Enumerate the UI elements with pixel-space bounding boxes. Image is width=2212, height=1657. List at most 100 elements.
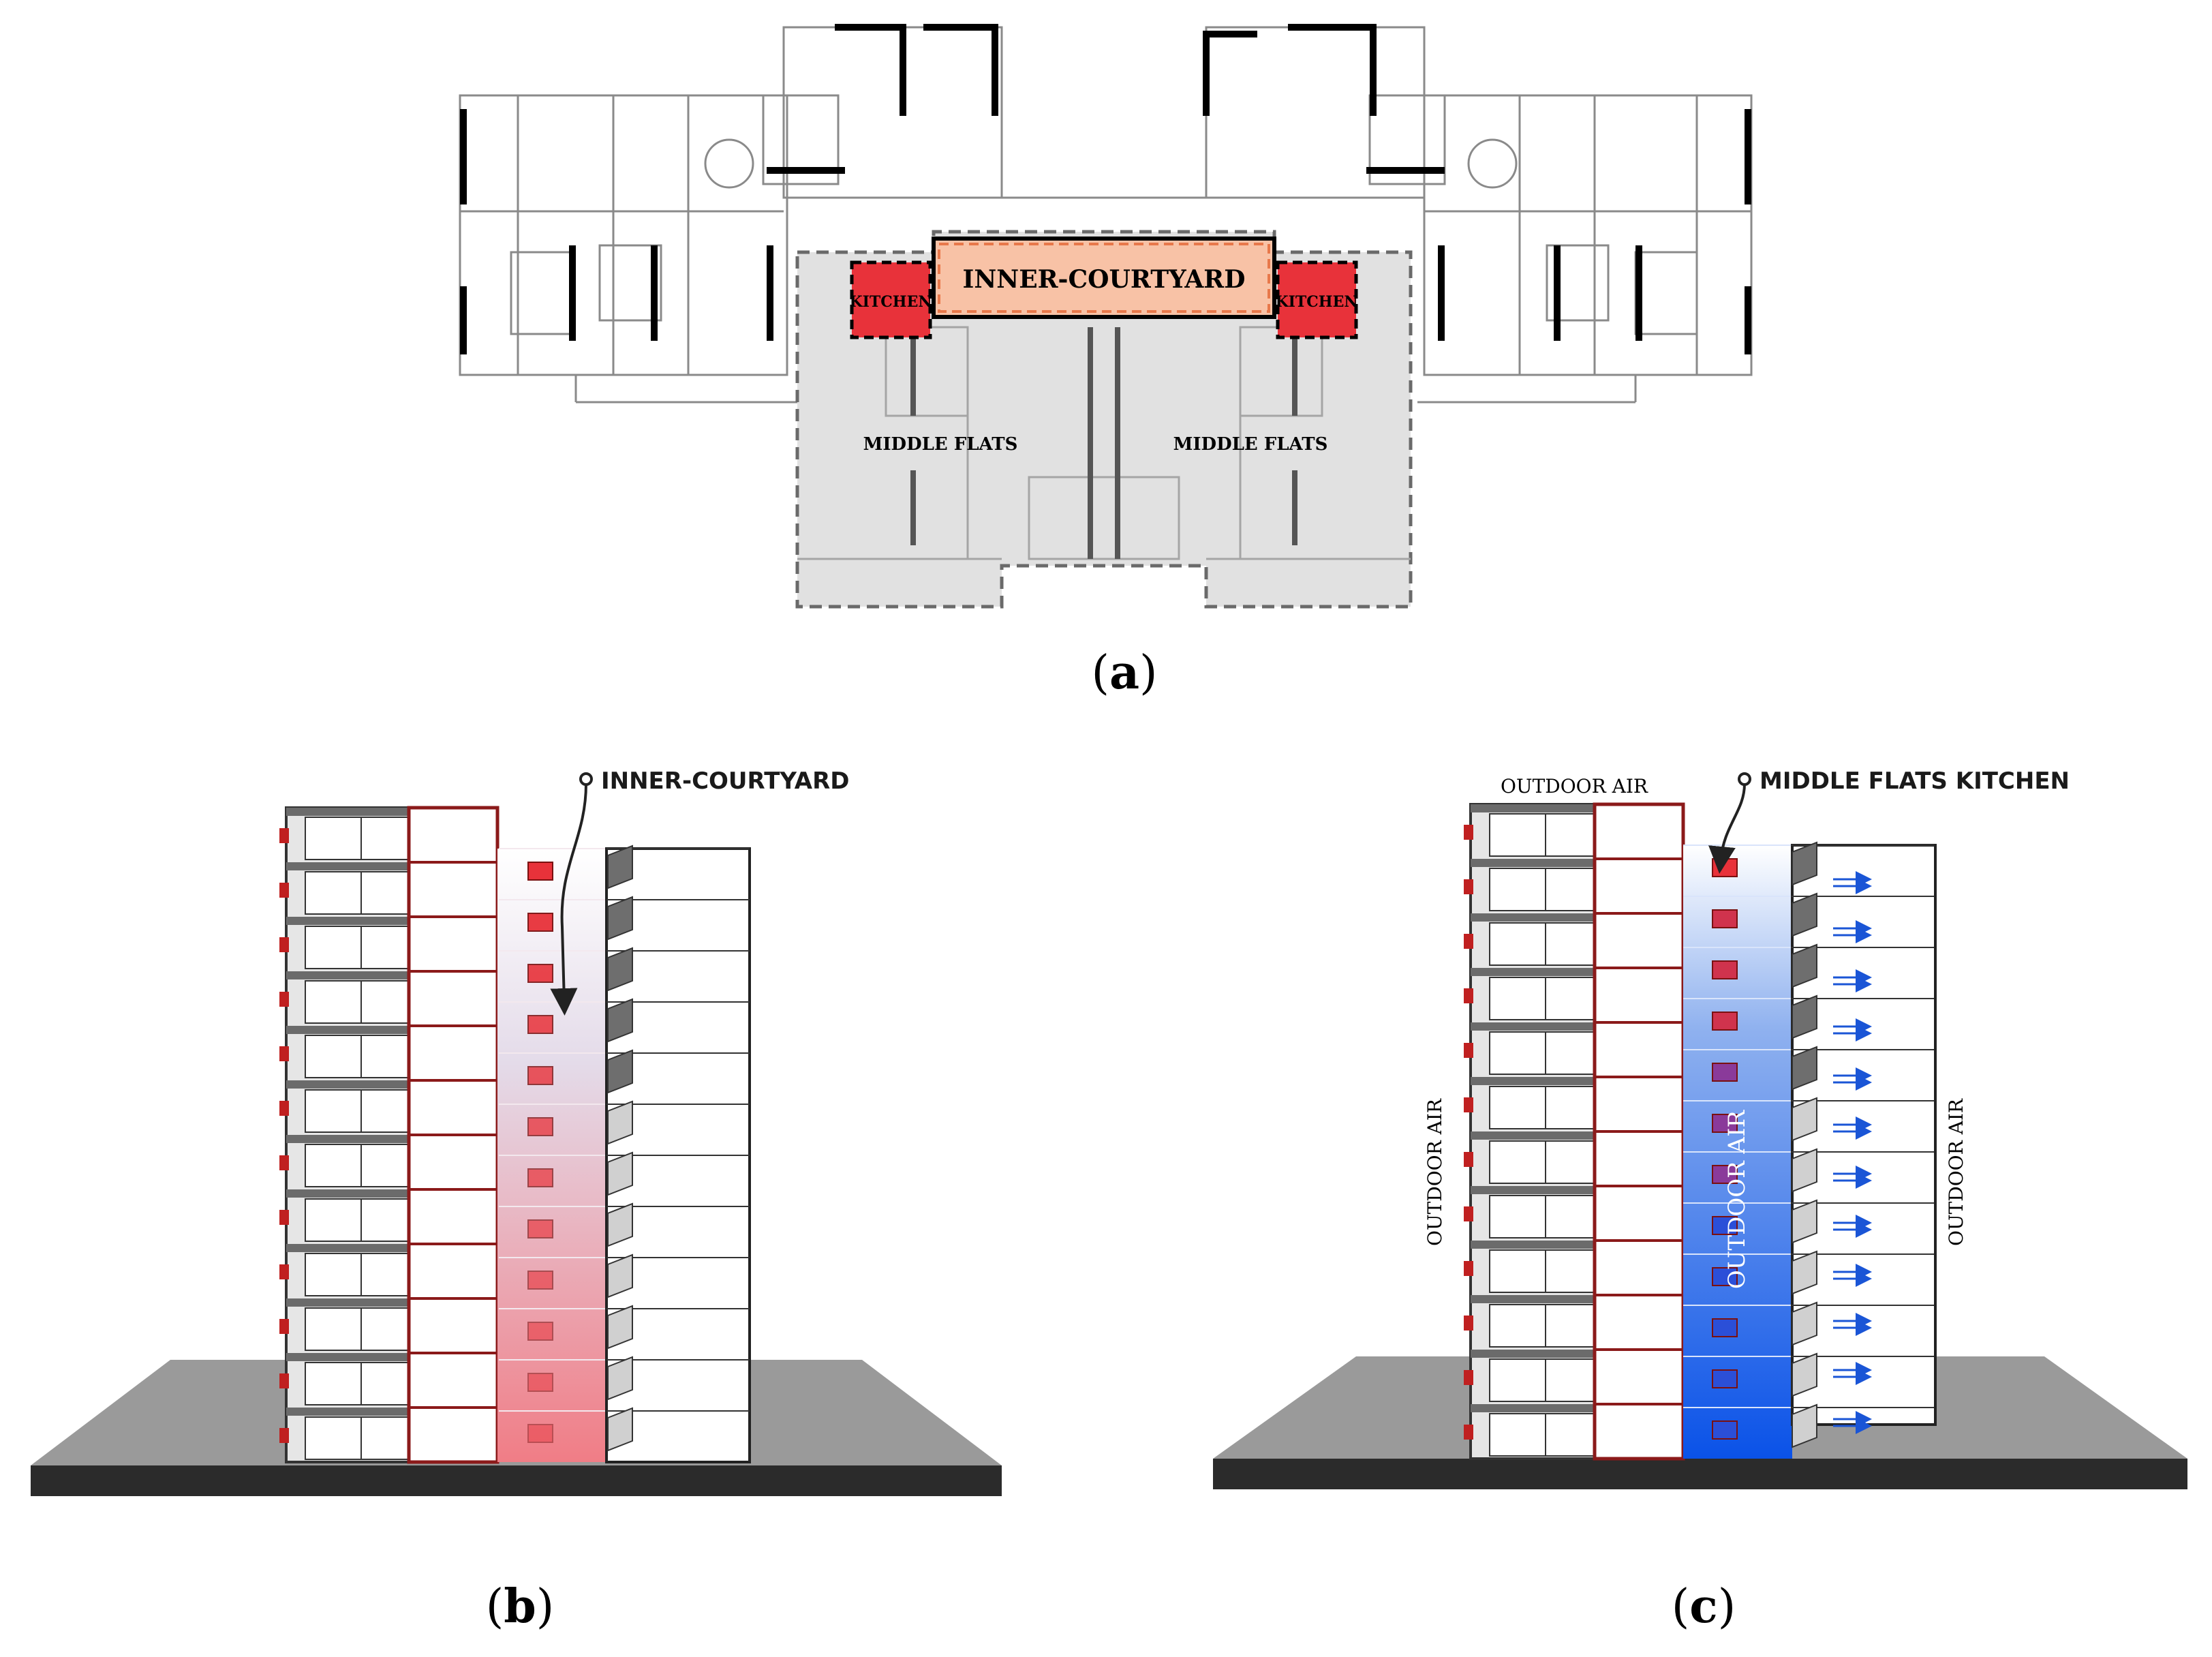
floor-slab bbox=[286, 1244, 412, 1252]
floor-slab bbox=[1471, 1186, 1597, 1194]
outdoor-air-right-label: OUTDOOR AIR bbox=[1945, 1098, 1967, 1246]
floor-slab bbox=[286, 1408, 412, 1416]
balcony-edge bbox=[1464, 988, 1473, 1003]
balcony-fin bbox=[607, 1151, 633, 1196]
balcony-fin bbox=[607, 896, 633, 941]
balcony-edge bbox=[1464, 1097, 1473, 1112]
kitchen-window bbox=[1712, 1114, 1738, 1133]
caption-c: (c) bbox=[1672, 1579, 1736, 1634]
floor-room bbox=[305, 1362, 412, 1405]
balcony-edge bbox=[279, 1046, 289, 1061]
floor-plan: INNER-COURTYARD KITCHEN KITCHEN MIDDLE F… bbox=[459, 24, 1753, 609]
balcony-fin bbox=[607, 1305, 633, 1350]
floor-room bbox=[1489, 1031, 1596, 1075]
middle-flats-left-label: MIDDLE FLATS bbox=[863, 434, 1018, 455]
floor-room bbox=[305, 1089, 412, 1133]
balcony-fin bbox=[1792, 1148, 1817, 1193]
balcony-fin bbox=[607, 1253, 633, 1298]
balcony-edge bbox=[279, 992, 289, 1007]
kitchen-window bbox=[527, 1373, 553, 1392]
balcony-fin bbox=[607, 845, 633, 890]
balcony-fin bbox=[1792, 994, 1817, 1039]
kitchen-window bbox=[1712, 1012, 1738, 1031]
balcony-fin bbox=[607, 1100, 633, 1145]
kitchen-window bbox=[1712, 909, 1738, 928]
balcony-fin bbox=[1792, 943, 1817, 988]
courtyard-label: INNER-COURTYARD bbox=[963, 265, 1246, 294]
floor-room bbox=[1489, 1249, 1596, 1293]
balcony-fin bbox=[1792, 1097, 1817, 1142]
balcony-fin bbox=[1792, 1250, 1817, 1295]
balcony-fin bbox=[1792, 1352, 1817, 1397]
floor-slab bbox=[286, 862, 412, 870]
kitchen-window bbox=[1712, 1369, 1738, 1388]
balcony-fin bbox=[1792, 1403, 1817, 1448]
floor-room bbox=[305, 1144, 412, 1187]
kitchen-window bbox=[527, 1015, 553, 1034]
balcony-edge bbox=[279, 937, 289, 952]
balcony-edge bbox=[279, 883, 289, 898]
callout-middle-flats-kitchen: MIDDLE FLATS KITCHEN bbox=[1760, 767, 2070, 795]
floor-room bbox=[305, 1035, 412, 1078]
balcony-edge bbox=[1464, 1370, 1473, 1385]
floor-slab bbox=[1471, 1241, 1597, 1249]
balcony-edge bbox=[1464, 1425, 1473, 1440]
floor-slab bbox=[1471, 1350, 1597, 1358]
floor-slab bbox=[286, 1080, 412, 1089]
floor-room bbox=[1489, 1195, 1596, 1238]
floor-slab bbox=[286, 917, 412, 925]
kitchen-window bbox=[527, 1424, 553, 1443]
floor-room bbox=[305, 871, 412, 915]
floor-slab bbox=[1471, 968, 1597, 976]
kitchen-window bbox=[1712, 1267, 1738, 1286]
floor-slab bbox=[1471, 1022, 1597, 1031]
kitchen-window bbox=[1712, 1216, 1738, 1235]
ground-slab-b bbox=[31, 1465, 1002, 1496]
balcony-edge bbox=[279, 1155, 289, 1170]
floor-slab bbox=[286, 1298, 412, 1307]
floor-room bbox=[305, 926, 412, 969]
floor-room bbox=[305, 1198, 412, 1242]
floor-slab bbox=[286, 1026, 412, 1034]
floor-room bbox=[1489, 1413, 1596, 1457]
floor-slab bbox=[1471, 804, 1597, 812]
floor-room bbox=[305, 1416, 412, 1460]
balcony-edge bbox=[279, 828, 289, 843]
floor-room bbox=[1489, 1358, 1596, 1402]
balcony-fin bbox=[1792, 1199, 1817, 1244]
floor-slab bbox=[286, 1189, 412, 1198]
outdoor-air-top-label: OUTDOOR AIR bbox=[1501, 775, 1648, 797]
kitchen-right bbox=[1276, 260, 1358, 339]
balcony-fin bbox=[607, 998, 633, 1043]
floor-slab bbox=[286, 808, 412, 816]
floor-room bbox=[305, 817, 412, 860]
balcony-edge bbox=[279, 1210, 289, 1225]
kitchen-window bbox=[527, 1117, 553, 1136]
caption-a: (a) bbox=[1091, 645, 1157, 700]
kitchen-window bbox=[527, 1322, 553, 1341]
kitchen-left bbox=[850, 260, 932, 339]
middle-flats-zone bbox=[795, 230, 1413, 609]
kitchen-window bbox=[1712, 858, 1738, 877]
kitchen-window bbox=[527, 1271, 553, 1290]
floor-slab bbox=[1471, 1131, 1597, 1140]
balcony-edge bbox=[1464, 825, 1473, 840]
balcony-edge bbox=[279, 1319, 289, 1334]
balcony-edge bbox=[1464, 1152, 1473, 1167]
section-c: MIDDLE FLATS KITCHEN OUTDOOR AIR OUTDOOR… bbox=[1213, 767, 2187, 1489]
inner-courtyard bbox=[932, 237, 1276, 319]
balcony-fin bbox=[607, 1407, 633, 1452]
balcony-edge bbox=[1464, 1316, 1473, 1331]
floor-room bbox=[1489, 922, 1596, 966]
balcony-edge bbox=[1464, 1261, 1473, 1276]
floor-room bbox=[1489, 1304, 1596, 1348]
floor-room bbox=[1489, 977, 1596, 1020]
balcony-fin bbox=[1792, 841, 1817, 886]
balcony-edge bbox=[1464, 1206, 1473, 1221]
kitchen-window bbox=[527, 913, 553, 932]
floor-slab bbox=[286, 1135, 412, 1143]
kitchen-window bbox=[527, 1168, 553, 1187]
kitchen-window bbox=[1712, 960, 1738, 979]
